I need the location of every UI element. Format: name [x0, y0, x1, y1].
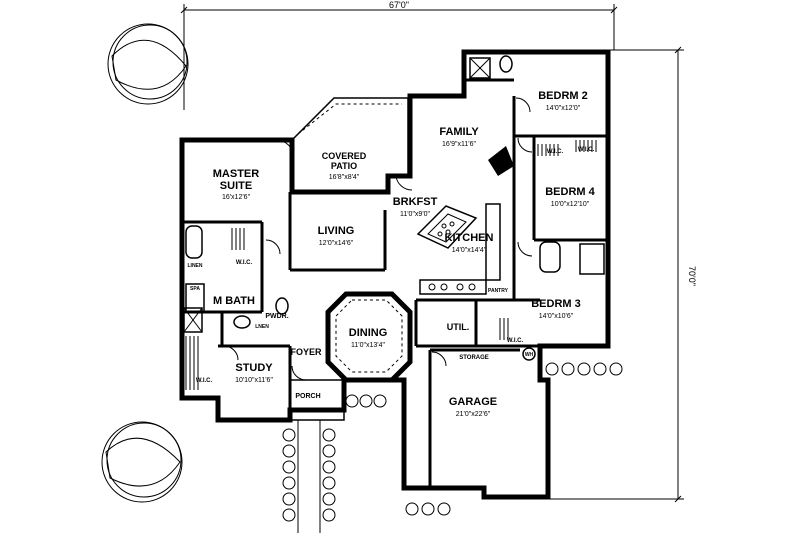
wic-label-bedrm3: W.I.C.	[507, 338, 524, 344]
bedrm2-size: 14'0"x12'0"	[546, 105, 581, 112]
porch-label: PORCH	[295, 393, 320, 400]
tree-top-left-icon	[107, 23, 189, 105]
patio-roofline	[297, 103, 402, 135]
wic-label-bedrm2: W.I.C.	[578, 147, 595, 153]
foyer-label: FOYER	[290, 347, 322, 357]
tree-bottom-left-icon	[101, 421, 183, 503]
bedrm2-label: BEDRM 2	[538, 90, 588, 102]
right-dimension-line	[548, 46, 684, 503]
patio-label-1: COVERED	[322, 151, 367, 161]
wic-label-master: W.I.C.	[236, 260, 253, 266]
fireplace-icon	[488, 146, 514, 176]
patio-label-2: PATIO	[331, 161, 357, 171]
kitchen-counters	[419, 203, 501, 295]
bedrm3-label: BEDRM 3	[531, 298, 581, 310]
overall-depth-dimension: 70'0"	[687, 266, 697, 286]
walkway	[297, 420, 321, 533]
overall-width-dimension: 67'0"	[389, 0, 409, 10]
util-label: UTIL.	[447, 322, 470, 332]
bedrm3-size: 14'0"x10'6"	[539, 313, 574, 320]
brkfst-size: 11'0"x9'0"	[400, 211, 431, 218]
dining-label: DINING	[349, 327, 388, 339]
kitchen-size: 14'0"x14'4"	[452, 247, 487, 254]
master-size: 16'x12'6"	[222, 194, 251, 201]
pwdr-label: PWDR.	[265, 313, 288, 320]
mbath-label: M BATH	[213, 295, 255, 307]
kitchen-label: KITCHEN	[445, 232, 494, 244]
wh-label: WH	[525, 352, 534, 358]
bedrm4-label: BEDRM 4	[545, 186, 595, 198]
garage-label: GARAGE	[449, 396, 497, 408]
patio-outline	[291, 97, 409, 178]
living-size: 12'0"x14'6"	[319, 240, 354, 247]
master-label-2: SUITE	[220, 180, 252, 192]
study-size: 10'10"x11'6"	[235, 377, 273, 384]
family-size: 16'9"x11'6"	[442, 141, 476, 148]
dining-octagon	[325, 291, 413, 383]
door-swings	[223, 97, 533, 381]
linen-label: LINEN	[188, 263, 203, 269]
wic-label-mbath: W.I.C.	[196, 378, 213, 384]
top-dimension-line	[180, 4, 618, 110]
closet-shelving	[185, 140, 597, 390]
wic-label-bedrm4: W.I.C.	[547, 149, 564, 155]
garage-size: 21'0"x22'6"	[456, 411, 491, 418]
patio-size: 16'8"x8'4"	[329, 174, 360, 181]
brkfst-label: BRKFST	[393, 196, 438, 208]
master-label-1: MASTER	[213, 168, 260, 180]
porch-outline	[289, 379, 345, 421]
bedrm4-size: 10'0"x12'10"	[551, 201, 590, 208]
dining-size: 11'0"x13'4"	[351, 342, 385, 349]
kitchen-island	[416, 205, 478, 249]
bath-fixtures	[183, 55, 605, 361]
family-label: FAMILY	[439, 126, 479, 138]
pantry-label: PANTRY	[488, 288, 509, 294]
study-label: STUDY	[235, 362, 273, 374]
storage-label: STORAGE	[459, 355, 489, 361]
spa-label: SPA	[190, 286, 200, 292]
lnen-label: LNEN	[255, 324, 269, 330]
walkway-shrubs-icon	[282, 362, 623, 522]
living-label: LIVING	[318, 225, 355, 237]
exterior-wall	[179, 49, 611, 500]
